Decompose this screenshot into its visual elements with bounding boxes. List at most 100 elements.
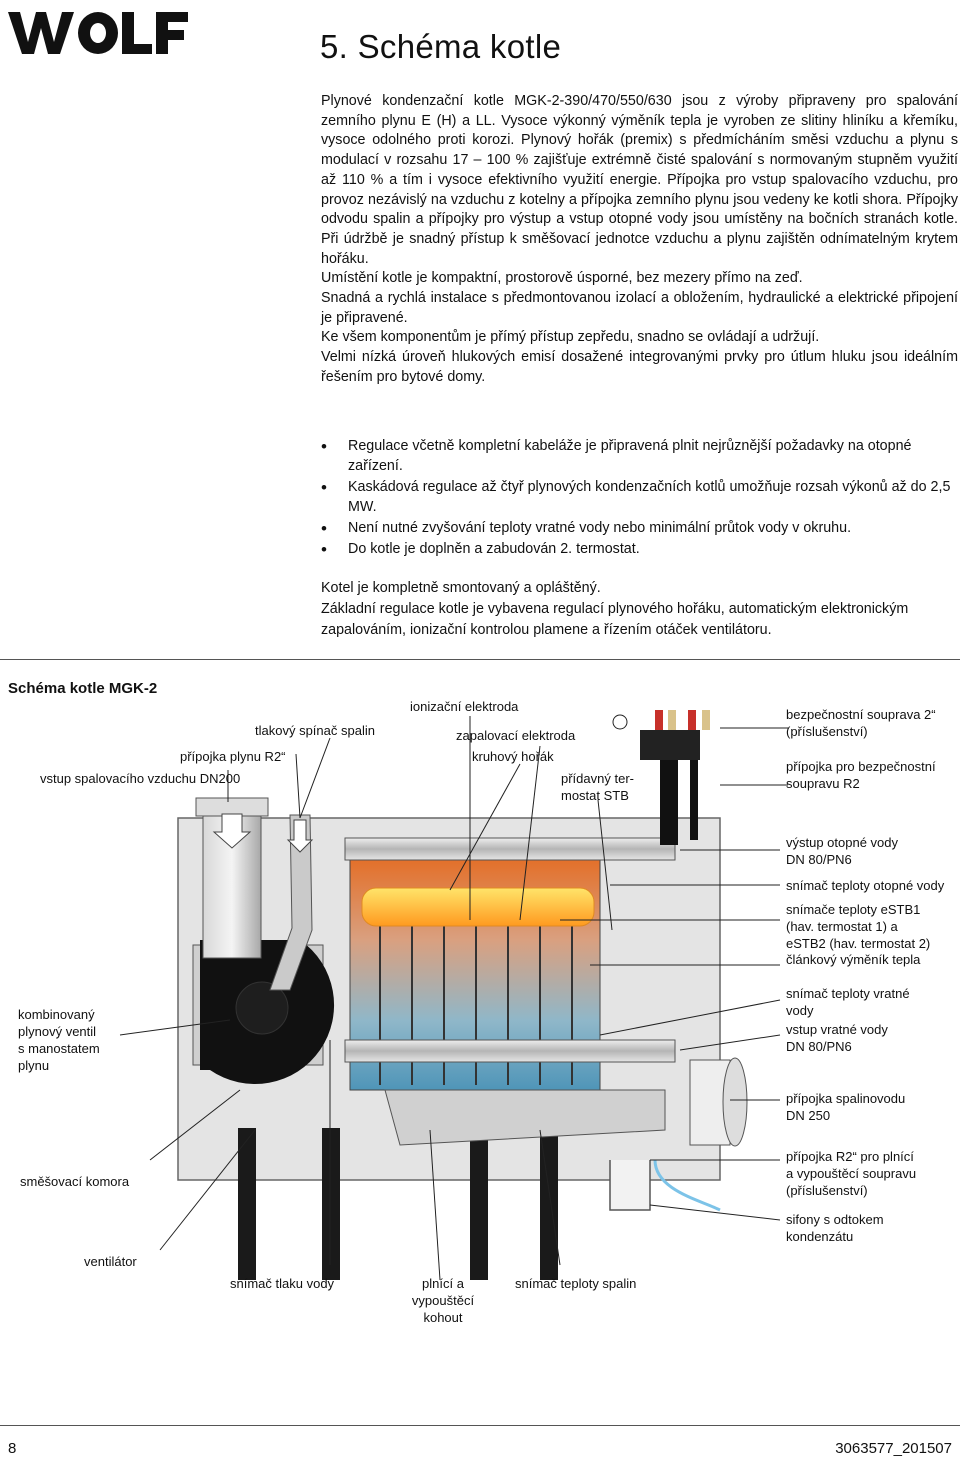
label-line: kohout [423, 1310, 463, 1325]
diagram-title: Schéma kotle MGK-2 [8, 680, 158, 697]
safety-set-pipe [690, 730, 698, 840]
list-item: Není nutné zvyšování teploty vratné vody… [321, 519, 958, 539]
wolf-logo [6, 8, 190, 58]
closing-paragraph: Základní regulace kotle je vybavena regu… [321, 601, 909, 638]
intro-paragraph: Plynové kondenzační kotle MGK-2-390/470/… [321, 93, 958, 267]
closing-paragraph: Kotel je kompletně smontovaný a opláštěn… [321, 580, 601, 596]
label-fill-drain-set: přípojka R2“ pro plnící a vypouštěcí sou… [786, 1148, 916, 1199]
label-flue-sensor: snímač teploty spalin [515, 1276, 637, 1291]
label-air-inlet: vstup spalovacího vzduchu DN200 [40, 771, 241, 786]
label-line: přídavný ter- [561, 771, 634, 786]
label-line: vypouštěcí [411, 1293, 475, 1308]
label-line: snímač teploty vratné [786, 986, 910, 1001]
intro-paragraph: Velmi nízká úroveň hlukových emisí dosaž… [321, 349, 958, 385]
burner-flame [361, 887, 595, 927]
label-line: (hav. termostat 1) a [786, 919, 898, 934]
label-line: (příslušenství) [786, 724, 868, 739]
label-fill-drain-cock: plnící a vypouštěcí kohout [408, 1275, 478, 1326]
label-line: DN 250 [786, 1108, 831, 1123]
label-safety-connection: přípojka pro bezpečnostní soupravu R2 [786, 758, 936, 792]
safety-set-body [640, 730, 700, 760]
page-title: 5. Schéma kotle [320, 28, 562, 65]
label-flue-connection: přípojka spalinovodu DN 250 [786, 1090, 905, 1124]
label-ionization-electrode: ionizační elektroda [410, 699, 519, 714]
gas-pipe [269, 814, 313, 991]
leader-lines [119, 716, 788, 1281]
label-line: eSTB2 (hav. termostat 2) [786, 936, 931, 951]
label-line: DN 80/PN6 [786, 852, 852, 867]
label-line: a vypouštěcí soupravu [786, 1166, 917, 1181]
feature-list: Regulace včetně kompletní kabeláže je př… [321, 437, 958, 561]
boiler-foot [470, 1128, 488, 1280]
label-line: vstup vratné vody [786, 1022, 888, 1037]
label-extra-thermostat: přídavný ter- mostat STB [561, 770, 634, 804]
label-mixing-chamber: směšovací komora [20, 1174, 130, 1189]
pressure-gauge [612, 714, 628, 730]
boiler-diagram [119, 710, 788, 1281]
label-line: mostat STB [561, 788, 629, 803]
air-inlet-collar [195, 797, 269, 817]
condensate-drain [653, 1159, 721, 1212]
safety-valve [668, 710, 676, 730]
boiler-foot [322, 1128, 340, 1280]
list-item: Do kotle je doplněn a zabudován 2. termo… [321, 540, 958, 560]
label-line: přípojka R2“ pro plnící [786, 1149, 914, 1164]
intro-paragraph: Snadná a rychlá instalace s předmontovan… [321, 290, 958, 326]
label-fan: ventilátor [84, 1254, 137, 1269]
label-siphons: sifony s odtokem kondenzátu [786, 1211, 884, 1245]
label-pressure-switch: tlakový spínač spalin [255, 723, 375, 738]
boiler-foot [540, 1128, 558, 1280]
label-flow-sensor: snímač teploty otopné vody [786, 878, 945, 893]
label-ring-burner: kruhový hořák [472, 749, 554, 764]
fan-inner [235, 981, 289, 1035]
safety-valve [655, 710, 663, 730]
label-return-inlet: vstup vratné vody DN 80/PN6 [786, 1021, 888, 1055]
label-line: s manostatem [18, 1041, 100, 1056]
label-line: bezpečnostní souprava 2“ [786, 707, 936, 722]
label-line: soupravu R2 [786, 776, 860, 791]
label-estb-sensors: snímače teploty eSTB1 (hav. termostat 1)… [786, 901, 930, 952]
document-number: 3063577_201507 [835, 1440, 952, 1457]
label-line: přípojka spalinovodu [786, 1091, 906, 1106]
closing-text: Kotel je kompletně smontovaný a opláštěn… [321, 578, 958, 641]
list-item: Kaskádová regulace až čtyř plynových kon… [321, 478, 958, 517]
label-water-pressure-sensor: snímač tlaku vody [230, 1276, 335, 1291]
return-header [344, 1039, 676, 1063]
label-gas-connection: přípojka plynu R2“ [180, 749, 286, 764]
label-line: plynu [18, 1058, 50, 1073]
label-line: DN 80/PN6 [786, 1039, 852, 1054]
label-line: plynový ventil [18, 1024, 97, 1039]
label-line: sifony s odtokem [786, 1212, 884, 1227]
label-line: kombinovaný [18, 1007, 95, 1022]
page-number: 8 [8, 1440, 17, 1457]
label-heat-exchanger: článkový výměník tepla [786, 952, 921, 967]
safety-valve [702, 710, 710, 730]
safety-valve [688, 710, 696, 730]
label-safety-set: bezpečnostní souprava 2“ (příslušenství) [786, 706, 936, 740]
label-ignition-electrode: zapalovací elektroda [456, 728, 576, 743]
gas-arrow [286, 819, 314, 853]
condensate-tray [384, 1089, 666, 1146]
intro-paragraph: Umístění kotle je kompaktní, prostorově … [321, 270, 803, 287]
label-line: snímače teploty eSTB1 [786, 902, 921, 917]
siphon [609, 1160, 651, 1211]
intro-text: Plynové kondenzační kotle MGK-2-390/470/… [321, 92, 958, 388]
label-gas-valve: kombinovaný plynový ventil s manostatem … [18, 1006, 100, 1074]
flue-outlet-rim [722, 1057, 748, 1147]
boiler-foot [238, 1128, 256, 1280]
label-return-sensor: snímač teploty vratné vody [786, 985, 910, 1019]
label-line: (příslušenství) [786, 1183, 868, 1198]
label-flow-outlet: výstup otopné vody DN 80/PN6 [786, 834, 898, 868]
air-inlet-arrow [212, 813, 252, 849]
label-line: výstup otopné vody [786, 835, 899, 850]
flow-header [344, 837, 676, 861]
label-line: vody [786, 1003, 814, 1018]
safety-set-pipe [660, 750, 678, 845]
footer-divider [0, 1425, 960, 1426]
list-item: Regulace včetně kompletní kabeláže je př… [321, 437, 958, 476]
label-line: kondenzátu [786, 1229, 854, 1244]
divider [0, 659, 960, 660]
label-line: přípojka pro bezpečnostní [786, 759, 936, 774]
intro-paragraph: Ke všem komponentům je přímý přístup zep… [321, 329, 820, 346]
label-line: plnící a [422, 1276, 464, 1291]
